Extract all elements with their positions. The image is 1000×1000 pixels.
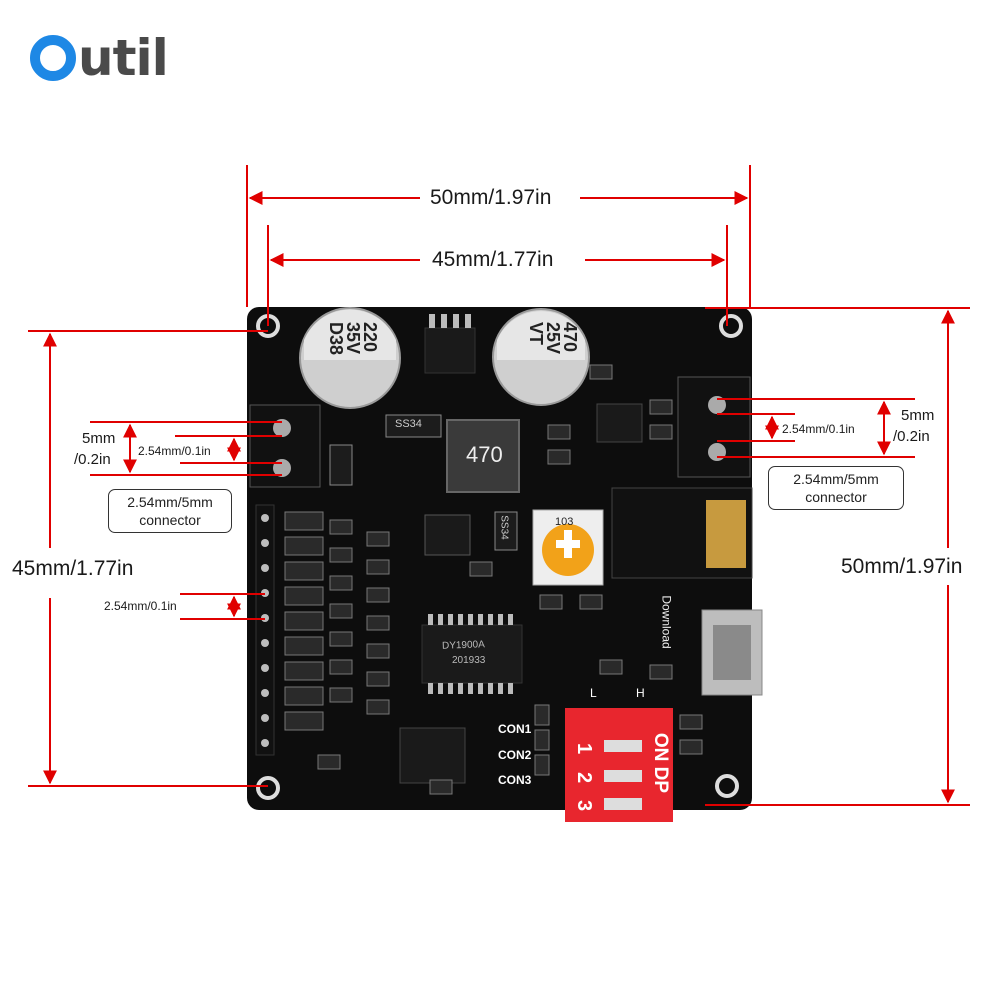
left-connector-callout: 2.54mm/5mm connector xyxy=(108,489,232,533)
logo-text: util xyxy=(78,29,169,87)
inductor xyxy=(446,419,520,493)
smd-components xyxy=(284,364,703,795)
cap-left-line-3: D38 xyxy=(326,322,346,356)
dip-number-3: 3 xyxy=(573,799,596,812)
main-chip xyxy=(421,624,523,684)
inductor-label: 470 xyxy=(466,442,503,467)
small-ic-right xyxy=(596,403,643,443)
left-pitch-5mm-a: 5mm xyxy=(82,430,116,447)
switch-h-label: H xyxy=(636,686,645,700)
brand-logo: util xyxy=(28,28,169,88)
pin-header xyxy=(255,504,275,756)
main-chip-pins xyxy=(428,614,513,694)
left-connector-line1: 2.54mm/5mm xyxy=(127,494,213,510)
regulator xyxy=(424,514,471,556)
mounting-holes xyxy=(256,314,743,800)
logo-o-icon xyxy=(30,35,76,81)
con2-label: CON2 xyxy=(498,748,532,762)
chip-label-2: 201933 xyxy=(452,655,486,666)
right-connector-callout: 2.54mm/5mm connector xyxy=(768,466,904,510)
cap-left-line-2: 35V xyxy=(343,322,363,355)
cap-right-line-2: 25V xyxy=(543,322,563,355)
capacitor-left xyxy=(299,307,401,409)
right-pitch-5mm-b: /0.2in xyxy=(893,428,930,445)
dip-label: ON DP xyxy=(650,732,672,794)
right-connector-line1: 2.54mm/5mm xyxy=(793,471,879,487)
amp-chip xyxy=(399,727,466,784)
left-terminal-block xyxy=(249,404,321,488)
dim-top-inner: 45mm/1.77in xyxy=(432,248,554,271)
diode-label: SS34 xyxy=(395,418,422,430)
right-terminal-block xyxy=(677,376,751,478)
diode-mid xyxy=(494,511,518,551)
left-pitch-5mm-b: /0.2in xyxy=(74,451,111,468)
diode-left xyxy=(329,444,353,486)
left-header-pitch: 2.54mm/0.1in xyxy=(104,599,177,613)
pot-label: 103 xyxy=(555,516,574,528)
dim-top-outer: 50mm/1.97in xyxy=(430,186,552,209)
potentiometer xyxy=(532,509,604,586)
top-ic xyxy=(424,327,476,374)
chip-label-1: DY1900A xyxy=(441,639,485,652)
switch-l-label: L xyxy=(590,686,597,700)
right-pitch-5mm-a: 5mm xyxy=(901,407,935,424)
right-connector-line2: connector xyxy=(805,489,867,505)
cap-right-line-3: VT xyxy=(526,322,546,346)
dim-left-height: 45mm/1.77in xyxy=(12,557,134,580)
right-pitch-254: 2.54mm/0.1in xyxy=(782,422,855,436)
cap-right-line-1: 470 xyxy=(560,322,580,353)
cap-left-label: 220 35V D38 xyxy=(326,322,380,356)
diode-top xyxy=(385,414,442,438)
micro-usb xyxy=(701,609,763,696)
left-connector-line2: connector xyxy=(139,512,201,528)
dip-number-2: 2 xyxy=(573,771,596,784)
dip-number-1: 1 xyxy=(573,742,596,755)
download-label: Download xyxy=(659,595,674,649)
dimension-lines xyxy=(28,165,970,806)
cap-right-label: 470 25V VT xyxy=(526,322,580,355)
con1-label: CON1 xyxy=(498,722,532,736)
cap-left-line-1: 220 xyxy=(360,322,380,353)
con3-label: CON3 xyxy=(498,773,532,787)
dim-right-height: 50mm/1.97in xyxy=(841,555,963,578)
left-pitch-254: 2.54mm/0.1in xyxy=(138,444,211,458)
dip-switch xyxy=(565,708,673,822)
diode2-label: SS34 xyxy=(498,515,510,540)
capacitor-right xyxy=(492,308,590,406)
audio-jack xyxy=(611,487,753,579)
